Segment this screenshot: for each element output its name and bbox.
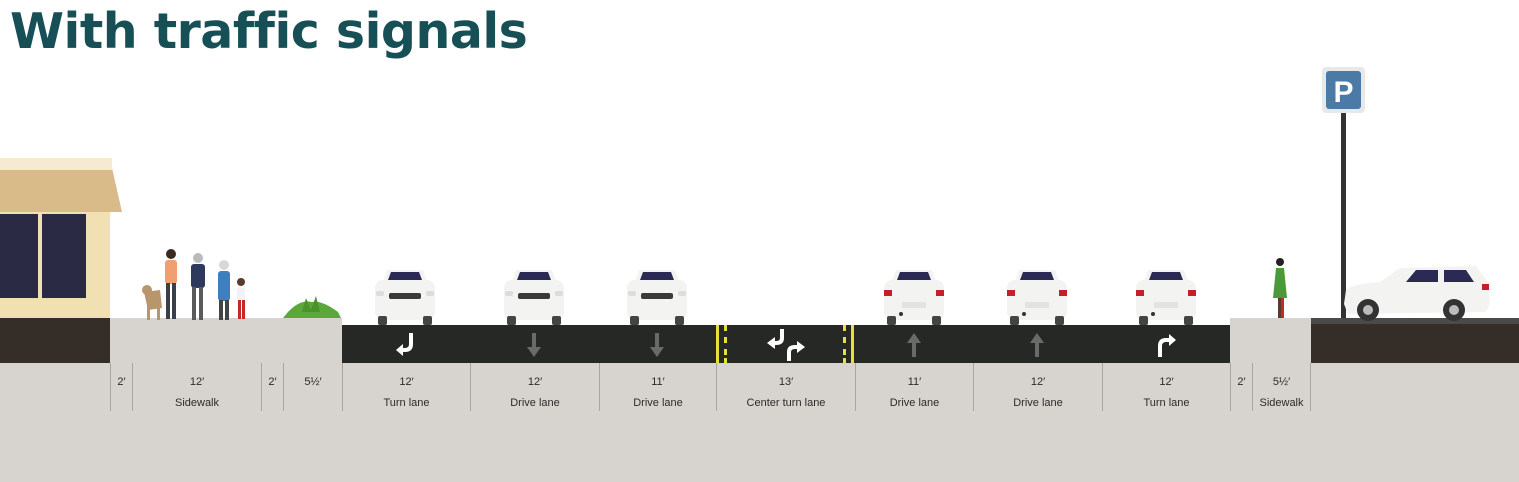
right-sidewalk — [1230, 318, 1311, 363]
pedestrian-3 — [218, 260, 230, 320]
car-front-view — [375, 270, 435, 325]
car-rear-view — [884, 270, 944, 325]
parking-sign: P — [1322, 67, 1365, 318]
right-turn-arrow-icon — [1158, 338, 1170, 357]
segment-buffer-left: 2′ — [110, 363, 132, 411]
up-arrow-icon-1 — [907, 333, 921, 357]
segment-name: Drive lane — [1013, 397, 1063, 409]
segment-name: Turn lane — [1143, 397, 1190, 409]
segment-width: 5½′ — [304, 376, 322, 388]
segment-width: 12′ — [527, 376, 543, 388]
storefront-building — [0, 158, 122, 318]
segment-width: 2′ — [117, 376, 126, 388]
segment-drive-lane: 11′ Drive lane — [599, 363, 716, 411]
down-arrow-icon-1 — [527, 333, 541, 357]
segment-name: Drive lane — [510, 397, 560, 409]
pedestrian-group — [142, 249, 245, 320]
parked-car-side — [1344, 266, 1490, 321]
parking-lot-surface — [1311, 318, 1519, 324]
segment-center-turn-lane: 13′ Center turn lane — [716, 363, 855, 411]
segment-drive-lane: 12′ Drive lane — [973, 363, 1102, 411]
center-lane-stripes — [716, 325, 854, 363]
segment-name: Sidewalk — [174, 397, 220, 409]
segment-name: Turn lane — [383, 397, 430, 409]
segment-drive-lane: 11′ Drive lane — [855, 363, 973, 411]
left-curb-strip — [0, 318, 110, 363]
segment-name: Drive lane — [889, 397, 940, 409]
car-front-view — [627, 270, 687, 325]
parking-sign-letter: P — [1333, 76, 1353, 109]
segment-turn-lane-left: 12′ Turn lane — [342, 363, 470, 411]
segment-width: 12′ — [1030, 376, 1046, 388]
ground-base — [0, 363, 1519, 482]
center-left-turn-arrow-icon — [772, 329, 784, 345]
segment-width: 2′ — [1237, 376, 1246, 388]
segment-width: 12′ — [189, 376, 205, 388]
car-front-view — [504, 270, 564, 325]
segment-sidewalk-left: 12′ Sidewalk — [132, 363, 261, 411]
pedestrian-2 — [191, 253, 205, 320]
segment-width: 13′ — [778, 376, 794, 388]
dog-icon — [142, 285, 162, 320]
car-rear-view — [1136, 270, 1196, 325]
segment-width: 12′ — [1159, 376, 1174, 388]
down-arrow-icon-2 — [650, 333, 664, 357]
diagram-title: With traffic signals — [10, 3, 528, 60]
segment-turn-lane-right: 12′ Turn lane — [1102, 363, 1230, 411]
segment-width: 5½′ — [1272, 376, 1291, 388]
segment-buffer: 2′ — [261, 363, 283, 411]
up-arrow-icon-2 — [1030, 333, 1044, 357]
segment-name: Center turn lane — [746, 397, 826, 409]
segment-buffer-right: 2′ — [1230, 363, 1252, 411]
left-turn-arrow-icon — [400, 333, 413, 352]
segment-width: 12′ — [399, 376, 414, 388]
segment-width: 11′ — [907, 376, 922, 388]
segment-width: 11′ — [651, 376, 665, 388]
parking-lot-strip — [1311, 318, 1519, 363]
car-rear-view — [1007, 270, 1067, 325]
segment-drive-lane: 12′ Drive lane — [470, 363, 599, 411]
pedestrian-1 — [165, 249, 177, 319]
left-sidewalk — [110, 318, 342, 363]
segment-width: 2′ — [268, 376, 277, 388]
segment-sidewalk-right: 5½′ Sidewalk — [1252, 363, 1311, 411]
center-right-turn-arrow-icon — [787, 345, 799, 361]
segment-planter: 5½′ — [283, 363, 342, 411]
roadway-asphalt — [342, 325, 1230, 363]
segment-name: Sidewalk — [1259, 397, 1304, 409]
segment-name: Drive lane — [633, 397, 683, 409]
pedestrian-child — [237, 278, 245, 319]
shrub-planter — [283, 296, 341, 318]
pedestrian-woman — [1273, 258, 1287, 318]
